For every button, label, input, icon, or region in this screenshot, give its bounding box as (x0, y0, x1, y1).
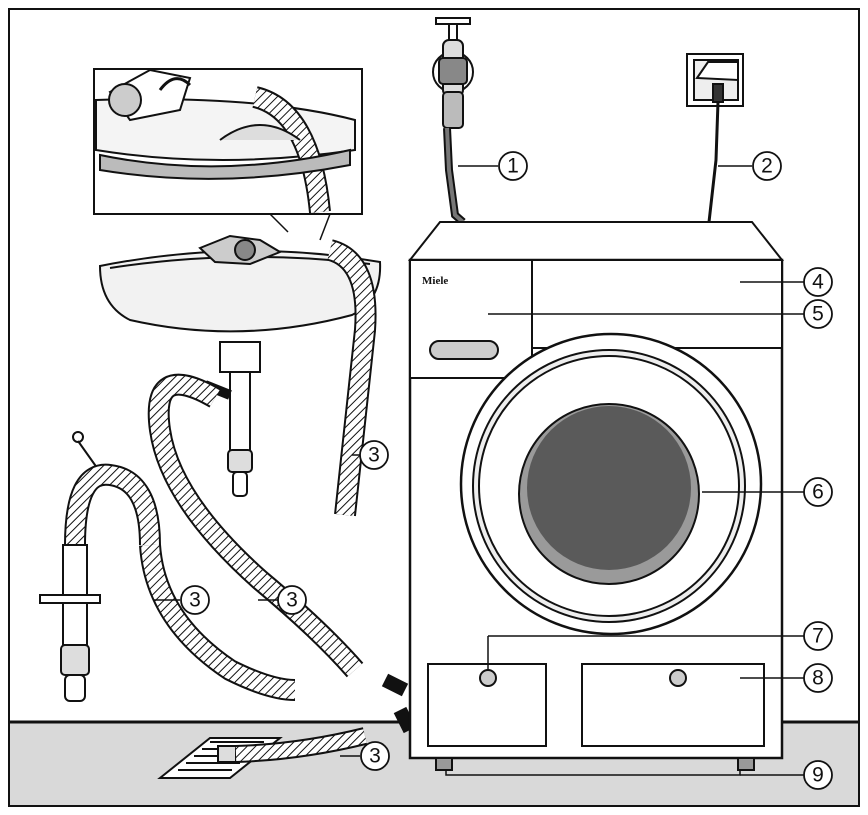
svg-text:2: 2 (761, 155, 773, 178)
water-tap-icon (433, 18, 473, 222)
callout-9: 9 (804, 761, 832, 789)
callout-7: 7 (804, 622, 832, 650)
wash-basin-icon (100, 236, 380, 670)
callout-6: 6 (804, 478, 832, 506)
svg-text:1: 1 (507, 155, 519, 178)
svg-text:4: 4 (812, 271, 824, 294)
svg-text:9: 9 (812, 764, 824, 787)
washing-machine (410, 222, 782, 770)
svg-text:3: 3 (189, 589, 201, 612)
callout-2: 2 (753, 152, 781, 180)
drum-glass (527, 406, 691, 570)
callout-4: 4 (804, 268, 832, 296)
callout-5: 5 (804, 300, 832, 328)
callout-3-basin: 3 (360, 441, 388, 469)
svg-text:3: 3 (368, 444, 380, 467)
svg-text:8: 8 (812, 667, 824, 690)
svg-text:7: 7 (812, 625, 824, 648)
inset-detail (94, 69, 362, 240)
svg-text:3: 3 (286, 589, 298, 612)
svg-text:6: 6 (812, 481, 824, 504)
callout-1: 1 (499, 152, 527, 180)
power-socket-icon (687, 54, 743, 222)
callout-3-floor-drain: 3 (361, 742, 389, 770)
callout-3-standpipe: 3 (181, 586, 209, 614)
brand-logo: Miele (422, 275, 448, 287)
svg-text:3: 3 (369, 745, 381, 768)
callout-3-loose-hose: 3 (278, 586, 306, 614)
callout-8: 8 (804, 664, 832, 692)
svg-text:5: 5 (812, 303, 824, 326)
